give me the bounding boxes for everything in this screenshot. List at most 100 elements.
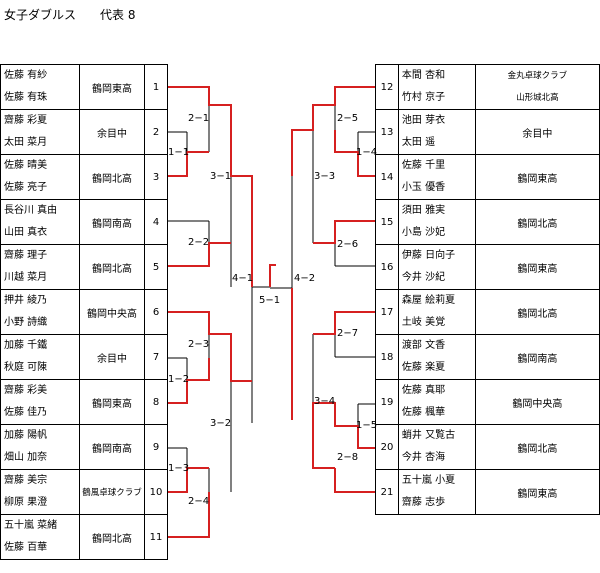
match-label: 2−1 [188,113,210,124]
match-label: 2−2 [188,237,210,248]
school-name: 鶴岡中央高 [79,289,145,335]
player-name: 佐藤 楽夏 [401,362,446,373]
seed-number: 10 [144,469,168,515]
player-name: 須田 雅実 [401,205,446,216]
player-names: 押井 綾乃小野 詩織 [0,289,80,335]
school-name: 鶴岡北高 [79,154,145,200]
seed-number: 12 [375,64,399,110]
school-name: 鶴岡東高 [79,379,145,425]
player-names: 五十嵐 小夏齋藤 志歩 [397,469,476,515]
player-name: 加藤 千鐵 [4,340,48,351]
player-names: 佐藤 有紗佐藤 有珠 [0,64,80,110]
player-name: 本間 杏和 [401,70,446,81]
player-name: 今井 沙紀 [401,272,446,283]
player-name: 小玉 優香 [401,182,446,193]
school-name: 鶴岡中央高 [474,379,600,425]
seed-number: 3 [144,154,168,200]
school-name: 鶴岡北高 [474,199,600,245]
school-name: 金丸卓球クラブ山形城北高 [474,64,600,110]
school-name: 鶴岡東高 [474,154,600,200]
player-name: 森屋 絵莉夏 [401,295,456,306]
player-name: 竹村 京子 [401,92,446,103]
player-name: 佐藤 佳乃 [4,407,48,418]
player-names: 森屋 絵莉夏土岐 美覚 [397,289,476,335]
school-name: 余目中 [474,109,600,155]
player-names: 五十嵐 菜緒佐藤 百華 [0,514,80,560]
school-name: 鶴岡東高 [79,64,145,110]
school-name: 鶴岡南高 [474,334,600,380]
match-label: 1−5 [356,420,378,431]
player-names: 伊藤 日向子今井 沙紀 [397,244,476,290]
player-names: 蛸井 又覧古今井 杏海 [397,424,476,470]
player-name: 小島 沙妃 [401,227,446,238]
match-label: 2−3 [188,339,210,350]
match-label: 3−4 [314,396,336,407]
player-name: 小野 詩織 [4,317,48,328]
player-names: 佐藤 真耶佐藤 楓華 [397,379,476,425]
player-name: 佐藤 百華 [4,542,48,553]
school-name: 鶴岡北高 [474,424,600,470]
player-name: 五十嵐 小夏 [401,475,456,486]
school-name: 鶴岡東高 [474,244,600,290]
seed-number: 8 [144,379,168,425]
player-names: 長谷川 真由山田 真衣 [0,199,80,245]
seed-number: 21 [375,469,399,515]
seed-number: 15 [375,199,399,245]
seed-number: 13 [375,109,399,155]
player-name: 齋藤 彩美 [4,385,48,396]
school-name-line: 金丸卓球クラブ [507,71,568,81]
player-names: 渡部 文香佐藤 楽夏 [397,334,476,380]
player-names: 佐藤 晴美佐藤 亮子 [0,154,80,200]
match-label: 1−4 [356,147,378,158]
school-name: 鶴岡東高 [474,469,600,515]
school-name: 鶴風卓球クラブ [79,469,145,515]
player-name: 今井 杏海 [401,452,446,463]
match-label: 1−3 [168,463,190,474]
player-names: 齋藤 彩夏太田 菜月 [0,109,80,155]
player-name: 佐藤 有紗 [4,70,48,81]
player-name: 伊藤 日向子 [401,250,456,261]
player-name: 蛸井 又覧古 [401,430,456,441]
player-name: 川越 菜月 [4,272,48,283]
seed-number: 9 [144,424,168,470]
school-name: 鶴岡北高 [79,514,145,560]
school-name-line: 山形城北高 [516,93,559,103]
match-label: 2−6 [337,239,359,250]
event-title: 女子ダブルス [4,8,77,22]
school-name: 鶴岡北高 [79,244,145,290]
player-name: 齋藤 理子 [4,250,48,261]
player-name: 池田 芽衣 [401,115,446,126]
player-name: 佐藤 有珠 [4,92,48,103]
school-name: 鶴岡北高 [474,289,600,335]
seed-number: 1 [144,64,168,110]
seed-number: 17 [375,289,399,335]
match-label: 3−1 [210,171,232,182]
seed-number: 16 [375,244,399,290]
player-names: 加藤 陽帆畑山 加奈 [0,424,80,470]
player-names: 齋藤 美宗柳原 果澄 [0,469,80,515]
match-label: 2−7 [337,328,359,339]
player-name: 土岐 美覚 [401,317,446,328]
player-names: 加藤 千鐵秋庭 可陳 [0,334,80,380]
player-name: 佐藤 亮子 [4,182,48,193]
red-lines [167,86,375,538]
black-lines [167,105,375,492]
match-label: 3−3 [314,171,336,182]
player-name: 佐藤 楓華 [401,407,446,418]
player-names: 佐藤 千里小玉 優香 [397,154,476,200]
seed-number: 6 [144,289,168,335]
player-name: 齋藤 彩夏 [4,115,48,126]
